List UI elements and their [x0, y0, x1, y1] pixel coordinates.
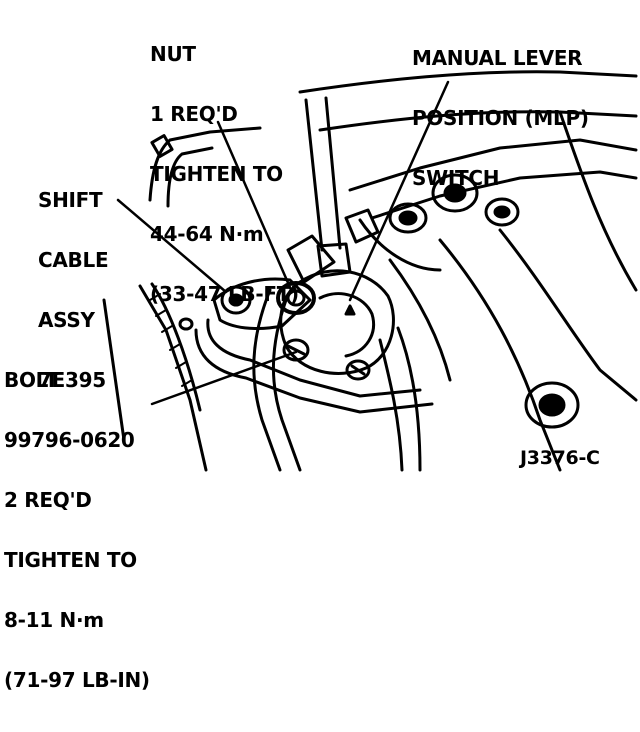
nut-callout-line: 1 REQ'D — [150, 102, 238, 126]
leader-shift — [116, 198, 228, 294]
nut-callout-line: TIGHTEN TO — [150, 162, 283, 186]
shift-rod — [304, 96, 342, 252]
nut-callout-line: NUT — [150, 42, 196, 66]
mount-plate — [206, 318, 422, 398]
case-flange — [348, 138, 638, 192]
linkage-bracket — [286, 234, 336, 284]
bolt-callout-line: 99796-0620 — [4, 428, 135, 452]
nut-callout-line: 44-64 N·m — [150, 222, 264, 246]
cable-lower-2 — [272, 298, 302, 472]
bracket-outer — [102, 298, 126, 442]
bolt-callout-line: 8-11 N·m — [4, 608, 104, 632]
case-flange-2 — [370, 170, 638, 220]
mlp-switch-callout: MANUAL LEVER POSITION (MLP) SWITCH — [412, 8, 589, 228]
leader-bolt — [150, 350, 298, 406]
nut-part — [276, 281, 316, 315]
leader-mlp — [348, 80, 450, 302]
shift-callout-line: CABLE — [38, 248, 109, 272]
mount-plate-2 — [194, 328, 434, 414]
shift-cable-callout: SHIFT CABLE ASSY 7E395 — [38, 150, 109, 430]
case-boss-3 — [484, 197, 520, 227]
case-boss-2 — [431, 173, 479, 213]
shift-callout-line: SHIFT — [38, 188, 103, 212]
mlp-switch-inner — [318, 292, 375, 358]
cable-lower-4 — [396, 326, 422, 472]
shift-callout-line: ASSY — [38, 308, 95, 332]
mlp-callout-line: SWITCH — [412, 166, 500, 190]
bracket-hole — [178, 317, 194, 331]
cable-upper-left-2 — [166, 146, 214, 208]
case-boss-1 — [388, 202, 428, 234]
case-rib-1 — [358, 218, 442, 272]
case-edge-lower-2 — [498, 228, 638, 402]
mechanism-drawing — [102, 70, 638, 472]
nut-callout: NUT 1 REQ'D TIGHTEN TO 44-64 N·m (33-47 … — [150, 4, 299, 344]
bracket-left — [138, 284, 208, 472]
case-boss-4 — [524, 381, 580, 429]
switch-bolt-1 — [282, 338, 310, 362]
mlp-callout-line: MANUAL LEVER — [412, 46, 583, 70]
bolt-callout-line: TIGHTEN TO — [4, 548, 137, 572]
cable-clip — [150, 134, 174, 158]
bolt-callout: BOLT 99796-0620 2 REQ'D TIGHTEN TO 8-11 … — [4, 330, 150, 730]
leader-nut — [216, 120, 294, 294]
case-edge-lower — [438, 238, 562, 472]
bolt-callout-line: 2 REQ'D — [4, 488, 92, 512]
figure-id: J3376-C — [520, 447, 600, 469]
arm-bolt-head — [220, 285, 252, 315]
bolt-callout-line: (71-97 LB-IN) — [4, 668, 150, 692]
case-edge-right — [558, 110, 638, 292]
cable-lower-1 — [252, 288, 282, 472]
cable-lower-3 — [378, 338, 404, 472]
bracket-left-2 — [150, 282, 202, 412]
case-outline-upper — [298, 70, 638, 94]
mlp-callout-line: POSITION (MLP) — [412, 106, 589, 130]
bolt-callout-line: BOLT — [4, 368, 59, 392]
linkage-bracket-2 — [344, 208, 380, 244]
mlp-switch-mark — [344, 304, 356, 316]
case-rib-2 — [388, 258, 452, 382]
case-outline-upper-2 — [318, 110, 638, 132]
shift-callout-line: 7E395 — [38, 368, 106, 392]
nut-callout-line: (33-47 LB-FT) — [150, 282, 299, 306]
diagram-stage: NUT 1 REQ'D TIGHTEN TO 44-64 N·m (33-47 … — [4, 4, 638, 690]
bracket-left-hatch — [149, 293, 193, 387]
switch-bolt-2 — [345, 359, 371, 381]
